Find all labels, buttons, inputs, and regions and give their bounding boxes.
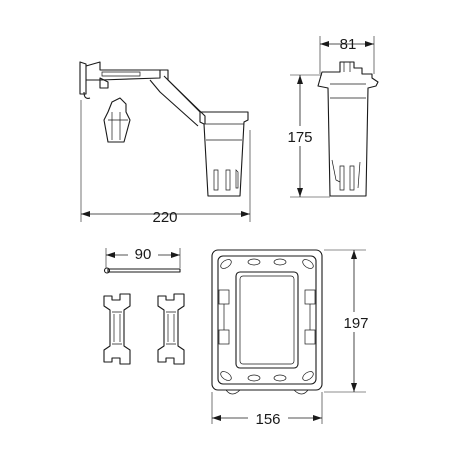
dimension-220: 220 xyxy=(80,100,251,226)
dim-label-90: 90 xyxy=(135,246,152,263)
rod-part xyxy=(103,267,181,274)
clip-left xyxy=(103,293,131,365)
dim-label-156: 156 xyxy=(255,411,280,428)
front-view-container xyxy=(317,61,379,197)
mounting-frame xyxy=(211,249,323,395)
dim-label-197: 197 xyxy=(343,315,368,332)
dimension-197: 197 xyxy=(324,249,376,393)
dimension-175: 175 xyxy=(280,74,330,198)
clip-right xyxy=(157,293,185,365)
dimension-81: 81 xyxy=(319,36,375,74)
dimension-156: 156 xyxy=(211,392,323,428)
dim-label-220: 220 xyxy=(152,209,177,226)
side-view-assembly xyxy=(79,61,249,197)
dimension-90: 90 xyxy=(105,244,181,268)
dim-label-175: 175 xyxy=(287,129,312,146)
dim-label-81: 81 xyxy=(340,36,357,53)
